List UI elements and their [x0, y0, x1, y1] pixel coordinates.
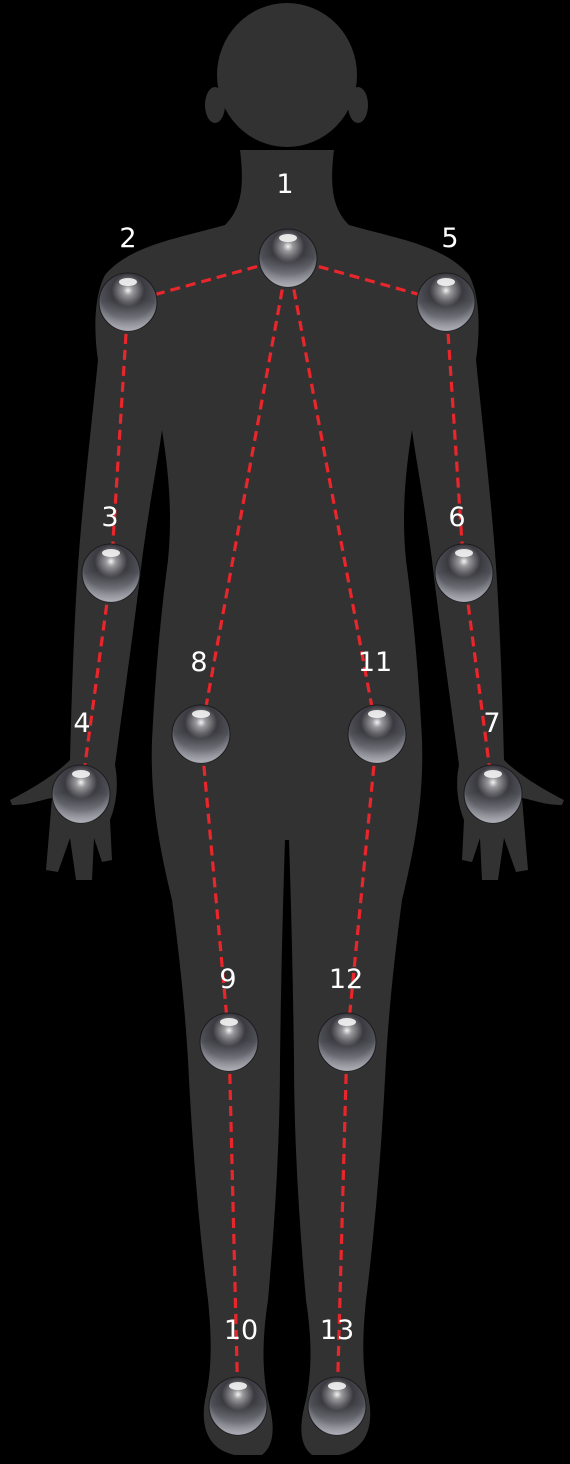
joint-marker-1[interactable] — [259, 229, 317, 287]
joint-label-12: 12 — [329, 964, 363, 995]
head-shape — [217, 3, 357, 147]
joint-label-11: 11 — [358, 647, 392, 678]
joint-marker-3[interactable] — [82, 544, 140, 602]
joint-marker-2[interactable] — [99, 273, 157, 331]
joint-marker-13[interactable] — [308, 1377, 366, 1435]
joint-marker-9[interactable] — [200, 1013, 258, 1071]
body-silhouette — [10, 3, 564, 1455]
joint-marker-10[interactable] — [209, 1377, 267, 1435]
joint-label-13: 13 — [320, 1315, 354, 1346]
joint-label-3: 3 — [101, 502, 118, 533]
joint-label-7: 7 — [483, 708, 500, 739]
joint-label-6: 6 — [448, 502, 465, 533]
joint-label-2: 2 — [119, 223, 136, 254]
joint-label-10: 10 — [224, 1315, 258, 1346]
joint-marker-11[interactable] — [348, 705, 406, 763]
joint-label-1: 1 — [276, 169, 293, 200]
joint-label-8: 8 — [190, 647, 207, 678]
joint-marker-7[interactable] — [464, 765, 522, 823]
joint-label-5: 5 — [441, 223, 458, 254]
joint-marker-4[interactable] — [52, 765, 110, 823]
joint-label-9: 9 — [219, 964, 236, 995]
joint-marker-8[interactable] — [172, 705, 230, 763]
joint-label-4: 4 — [73, 708, 90, 739]
left-ear-shape — [205, 87, 225, 123]
joint-marker-6[interactable] — [435, 544, 493, 602]
joint-marker-12[interactable] — [318, 1013, 376, 1071]
joint-marker-5[interactable] — [417, 273, 475, 331]
right-ear-shape — [348, 87, 368, 123]
